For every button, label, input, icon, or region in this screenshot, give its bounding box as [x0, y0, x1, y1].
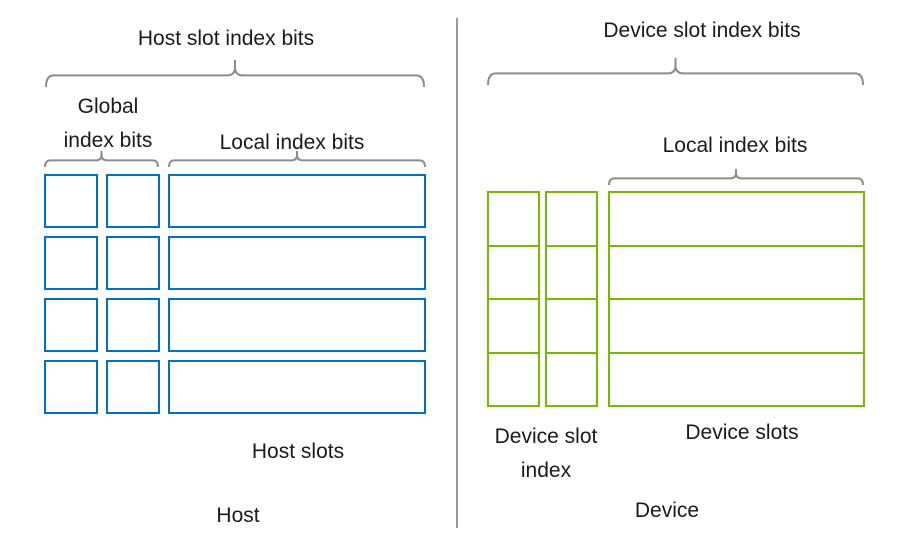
host-global-bit-box [106, 174, 160, 228]
device-slot-index-bits-brace [487, 58, 864, 86]
host-global-bit-box [106, 298, 160, 352]
device-index-cell [547, 193, 596, 245]
device-index-cell [489, 298, 538, 352]
device-index-cell [489, 244, 538, 299]
device-index-cell [547, 298, 596, 352]
device-slots-column [608, 191, 865, 407]
host-global-bit-box [44, 360, 98, 414]
host-global-index-bits-brace [44, 151, 159, 168]
host-local-bits-box [168, 236, 426, 290]
device-slot-cell [610, 351, 863, 406]
host-name-label: Host [216, 504, 260, 527]
host-local-index-bits-brace [168, 151, 426, 168]
host-title: Host slot index bits [137, 27, 315, 50]
device-slot-cell [610, 193, 863, 245]
device-index-cell [547, 351, 596, 406]
device-slot-index-label: Device slot index [494, 425, 598, 482]
device-local-index-bits-brace [608, 169, 864, 186]
device-slot-cell [610, 298, 863, 352]
host-global-index-bits-label: Global index bits [63, 95, 153, 152]
host-local-index-bits-label: Local index bits [219, 131, 365, 154]
host-local-bits-box [168, 298, 426, 352]
device-local-index-bits-label: Local index bits [662, 134, 808, 157]
device-title: Device slot index bits [603, 19, 801, 42]
host-global-bit-box [44, 298, 98, 352]
host-global-bit-box [44, 236, 98, 290]
panel-divider-line [456, 18, 458, 528]
device-index-cell [547, 244, 596, 299]
device-slot-index-column [545, 191, 598, 407]
host-global-bit-box [106, 360, 160, 414]
device-index-cell [489, 193, 538, 245]
device-name-label: Device [634, 499, 700, 522]
host-local-bits-box [168, 174, 426, 228]
device-slot-cell [610, 244, 863, 299]
host-slots-label: Host slots [251, 440, 345, 463]
device-index-cell [489, 351, 538, 406]
device-slots-label: Device slots [685, 421, 799, 444]
host-global-bit-box [44, 174, 98, 228]
host-global-bit-box [106, 236, 160, 290]
device-slot-index-column [487, 191, 540, 407]
host-slot-index-bits-brace [45, 60, 425, 88]
host-local-bits-box [168, 360, 426, 414]
